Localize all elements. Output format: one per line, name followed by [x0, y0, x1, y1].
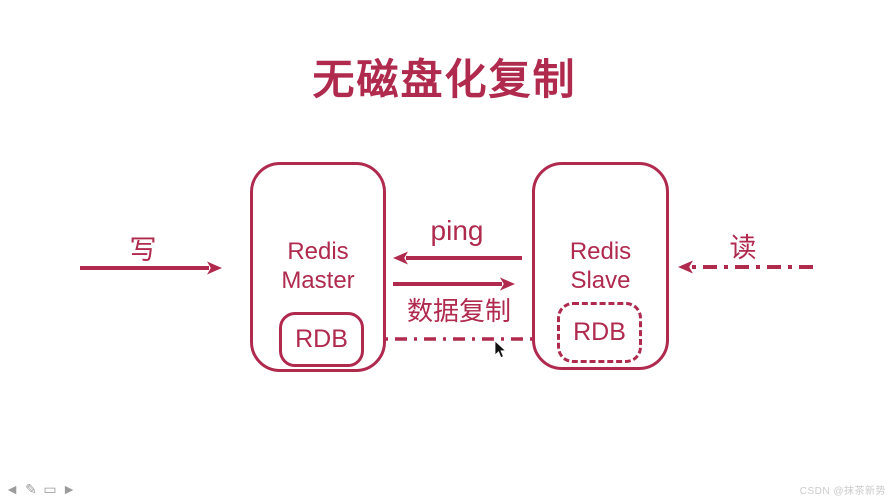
slave-rdb-label: RDB [573, 318, 626, 346]
write-arrow-label: 写 [129, 235, 157, 265]
next-slide-icon[interactable]: ► [62, 481, 76, 497]
read-arrow-label: 读 [729, 233, 757, 263]
redis-slave-line2: Slave [570, 267, 631, 294]
presenter-toolbar: ◄ ✎ ▭ ► [4, 482, 77, 496]
master-rdb-label: RDB [295, 325, 348, 353]
mouse-cursor-icon [494, 341, 507, 359]
pen-icon[interactable]: ✎ [25, 481, 37, 497]
master-rdb-box: RDB [279, 312, 364, 367]
redis-master-line1: Redis [287, 238, 349, 265]
ping-arrow-label: ping [430, 215, 484, 246]
slave-rdb-box: RDB [557, 302, 642, 363]
slide-panel-icon[interactable]: ▭ [43, 481, 57, 497]
prev-slide-icon[interactable]: ◄ [5, 481, 19, 497]
redis-slave-line1: Redis [569, 238, 632, 265]
replicate-arrow-label: 数据复制 [406, 296, 511, 326]
redis-master-line2: Master [281, 267, 355, 294]
watermark: CSDN @抹茶新势 [799, 486, 886, 497]
redis-master-label: Redis Master [253, 237, 383, 295]
redis-slave-label: Redis Slave [535, 237, 666, 295]
page-title: 无磁盘化复制 [312, 56, 577, 103]
